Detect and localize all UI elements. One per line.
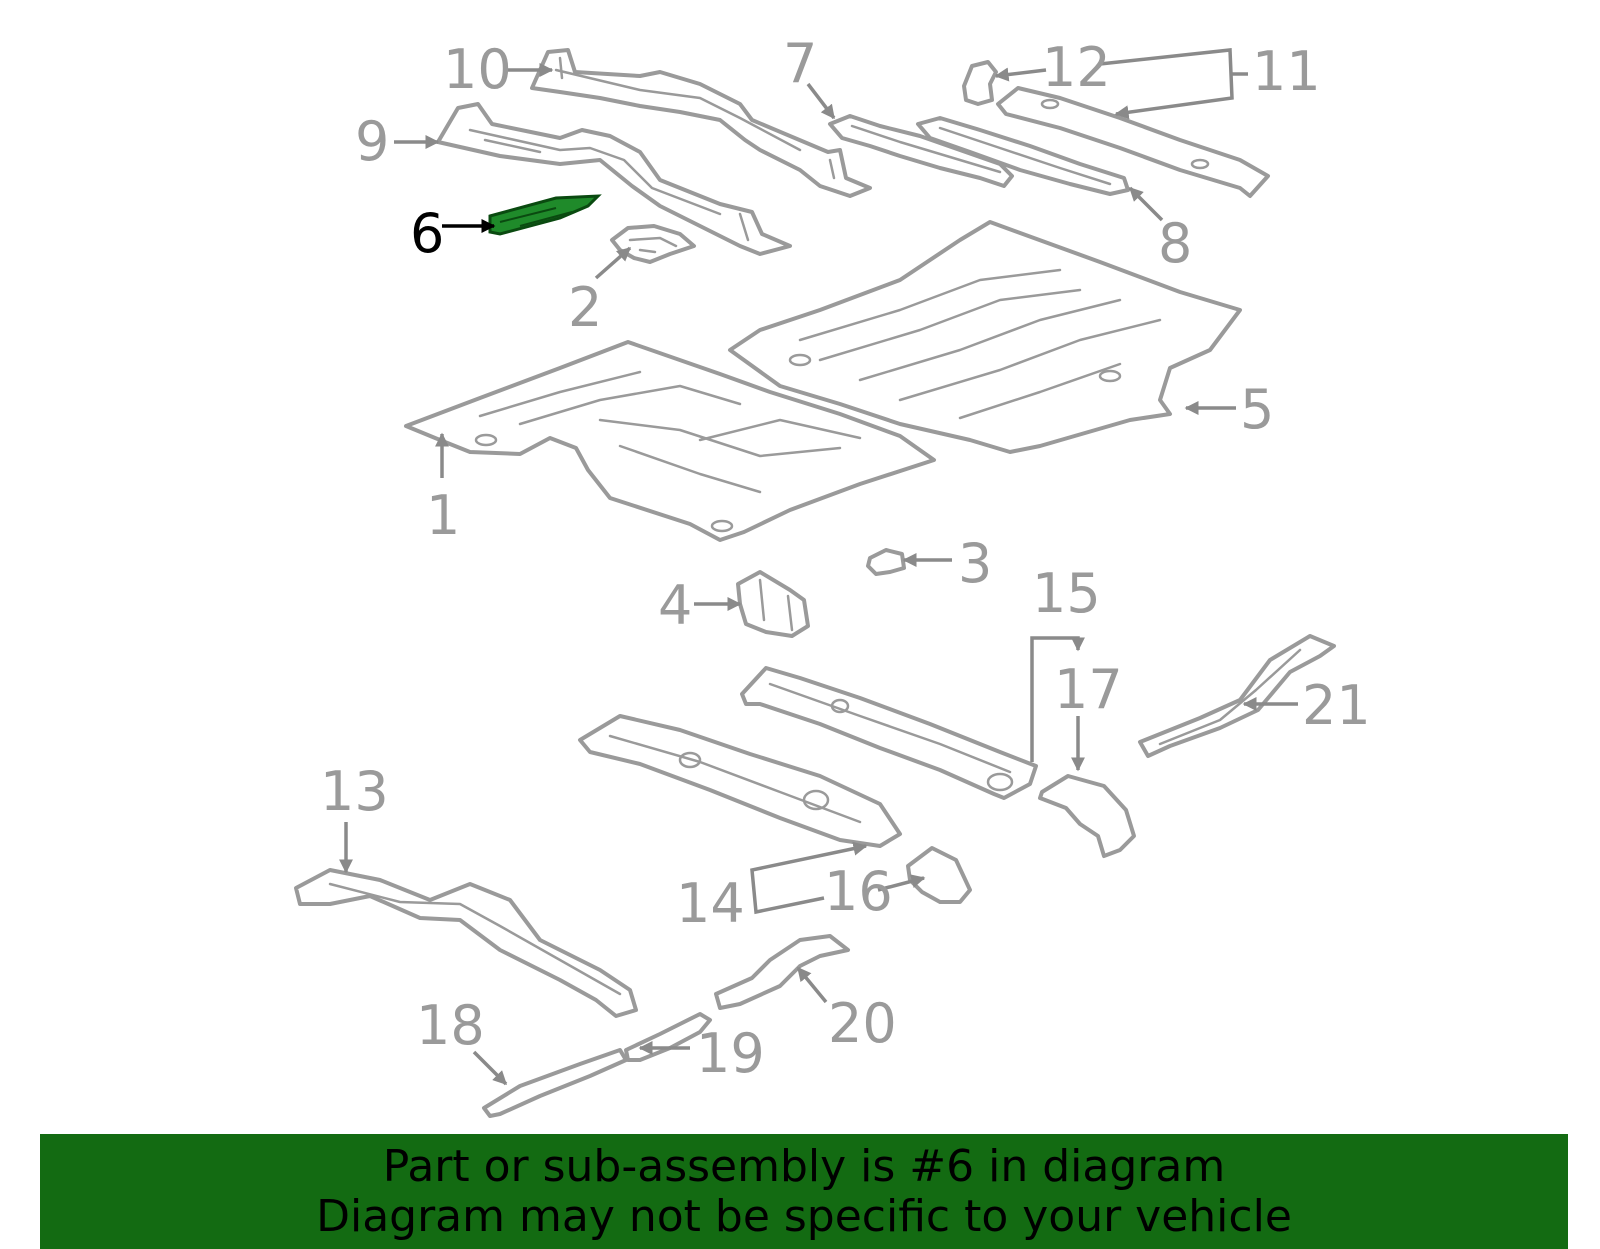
callout-7: 7: [783, 32, 817, 95]
callout-3: 3: [958, 532, 992, 595]
leader-20: [796, 966, 828, 1004]
callout-13: 13: [320, 760, 389, 823]
callout-10: 10: [443, 38, 512, 101]
callout-9: 9: [355, 110, 389, 173]
part-11-panel[interactable]: [996, 86, 1270, 198]
callout-15: 15: [1032, 562, 1101, 625]
callout-14: 14: [676, 872, 745, 935]
part-6-highlighted[interactable]: [488, 194, 602, 236]
banner-line-2: Diagram may not be specific to your vehi…: [316, 1190, 1292, 1242]
leader-15: [1030, 636, 1085, 762]
leader-7: [806, 82, 836, 120]
info-banner: Part or sub-assembly is #6 in diagram Di…: [40, 1134, 1568, 1249]
callout-16: 16: [824, 860, 893, 923]
part-3-clip[interactable]: [866, 548, 906, 576]
part-2-bracket[interactable]: [610, 224, 696, 264]
callout-numbers: 10 9 6 2 7 8 12 11 5 1 3 4 15 17 21 13 1…: [320, 32, 1371, 1085]
part-12-bracket[interactable]: [962, 60, 998, 106]
callout-18: 18: [416, 994, 485, 1057]
part-7-reinforcement[interactable]: [828, 114, 1014, 188]
part-1-front-floor[interactable]: [404, 340, 936, 542]
part-4-bracket[interactable]: [736, 570, 810, 638]
leader-14: [750, 841, 868, 915]
leader-12: [994, 67, 1047, 82]
part-16-bracket[interactable]: [906, 846, 972, 904]
part-20-rail[interactable]: [714, 934, 850, 1010]
part-17-bracket[interactable]: [1038, 774, 1136, 858]
leader-11: [1099, 48, 1234, 120]
leader-8: [1128, 186, 1164, 222]
callout-21: 21: [1302, 674, 1371, 737]
leader-2: [594, 246, 632, 280]
part-21-rail[interactable]: [1138, 634, 1336, 758]
callout-17: 17: [1054, 658, 1123, 721]
leader-lines: [339, 48, 1298, 1086]
callout-11: 11: [1252, 40, 1321, 103]
banner-line-1: Part or sub-assembly is #6 in diagram: [382, 1140, 1226, 1192]
part-14-rail[interactable]: [578, 714, 902, 848]
part-5-rear-floor[interactable]: [728, 220, 1242, 454]
part-18-rail[interactable]: [482, 1048, 628, 1118]
callout-5: 5: [1240, 378, 1274, 441]
callout-1: 1: [426, 484, 460, 547]
callout-2: 2: [568, 276, 602, 339]
callout-4: 4: [658, 574, 692, 637]
part-8-reinforcement[interactable]: [916, 116, 1130, 196]
part-9-crossmember[interactable]: [436, 102, 792, 256]
part-15-rail[interactable]: [740, 666, 1038, 800]
callout-12: 12: [1042, 36, 1111, 99]
part-10-crossmember[interactable]: [530, 48, 872, 198]
callout-6: 6: [410, 202, 444, 265]
leader-16: [877, 874, 926, 892]
callout-19: 19: [696, 1022, 765, 1085]
leader-18: [472, 1050, 508, 1086]
part-13-rail[interactable]: [294, 868, 638, 1018]
callout-20: 20: [828, 992, 897, 1055]
callout-8: 8: [1158, 212, 1192, 275]
